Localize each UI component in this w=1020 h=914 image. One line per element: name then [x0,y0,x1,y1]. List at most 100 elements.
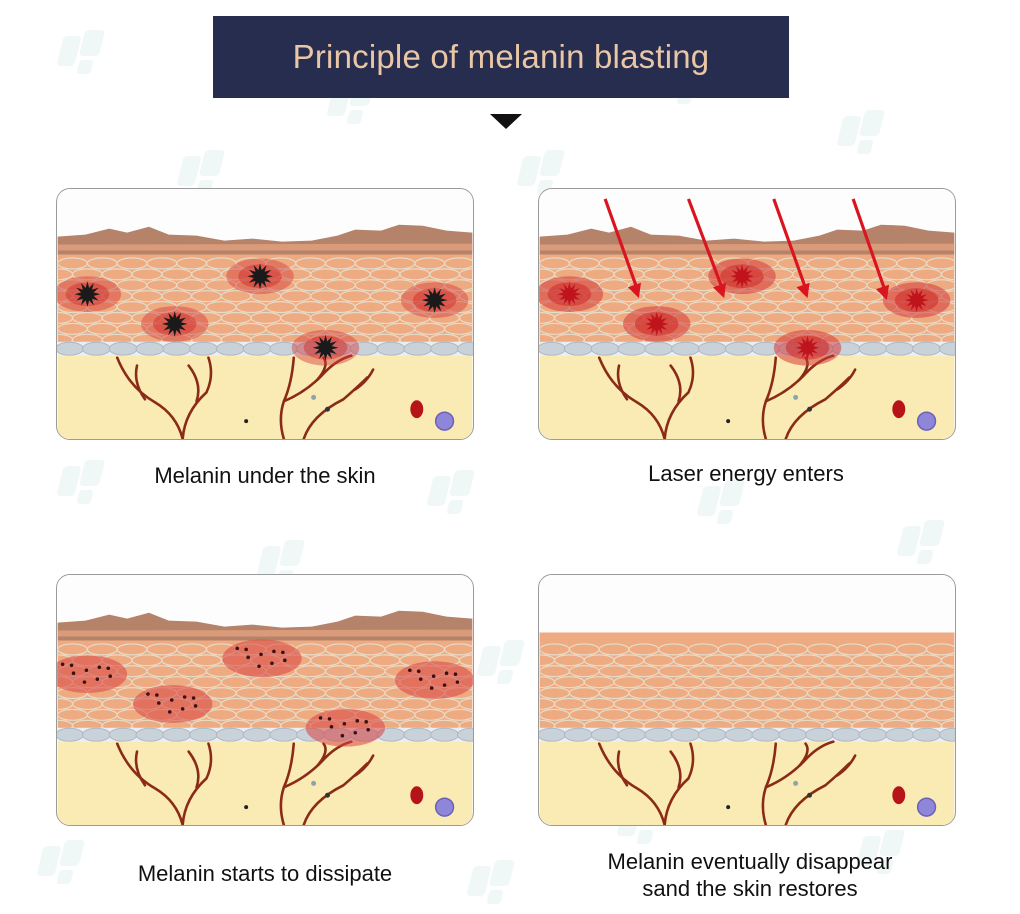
heated-melanin-icon [730,264,754,289]
melanin-fragment [418,677,423,681]
melanin-fragment [246,655,250,660]
skin-diagram-1 [57,189,473,439]
watermark-logo-icon [836,110,890,164]
dissipating-melanin-cloud [57,655,128,694]
blood-vessels [597,740,857,825]
white-blood-cell-icon [916,797,937,817]
dissipating-melanin-cloud [133,685,213,723]
melanin-fragment [408,668,412,673]
red-blood-cell-icon [892,400,906,419]
melanin-fragment [283,658,287,663]
melanin-fragment [366,727,370,732]
melanin-fragment [71,671,76,675]
melanin-fragment [191,696,196,700]
panel-melanin-dissipates [56,574,474,826]
watermark-logo-icon [476,640,530,694]
melanin-fragment [106,666,111,671]
melanin-fragment [329,725,334,729]
melanin-fragment [180,707,185,711]
white-blood-cell-icon [434,797,455,817]
melanin-fragment [167,710,172,714]
melanin-fragment [235,646,240,651]
panel-laser-energy-enters [538,188,956,440]
melanin-fragment [453,672,458,676]
laser-beam [851,198,887,291]
red-blood-cell-icon [410,400,424,419]
skin-diagram-3 [57,575,473,825]
melanin-particle-icon [247,263,273,290]
dermis-layer [57,741,473,825]
laser-beam [603,198,639,289]
dissipating-melanin-cloud [305,708,386,747]
dissipating-melanin-cloud [394,661,473,700]
white-blood-cell-icon [434,411,455,431]
panel-skin-restores [538,574,956,826]
melanin-fragment [82,680,87,684]
white-blood-cell-icon [916,411,937,431]
melanin-fragment [108,674,113,678]
melanin-fragment [416,669,421,674]
melanin-fragment [193,704,198,708]
caption-melanin-dissipates: Melanin starts to dissipate [137,861,393,886]
heated-melanin-icon [557,282,582,307]
melanin-fragment [431,674,436,678]
melanin-fragment [353,730,358,735]
laser-beam [686,198,724,289]
melanin-fragment [95,677,100,681]
melanin-fragment [270,661,274,666]
watermark-logo-icon [696,480,750,534]
melanin-particle-icon [161,311,188,337]
melanin-fragment [60,662,65,667]
laser-beam [772,198,808,289]
red-blood-cell-icon [892,786,906,805]
melanin-fragment [327,717,332,721]
melanin-particle-icon [421,287,448,314]
basal-cell-row [57,341,473,356]
skin-diagram-2 [539,189,955,439]
melanin-fragment [455,680,460,684]
heated-melanin-icon [795,335,820,360]
melanin-fragment [259,652,263,657]
melanin-fragment [146,692,150,696]
dermis-layer [539,355,955,439]
melanin-fragment [69,663,74,668]
melanin-fragment [429,686,434,690]
melanin-fragment [442,683,447,687]
page-title: Principle of melanin blasting [292,38,710,75]
melanin-fragment [364,720,368,724]
melanin-fragment [342,722,347,726]
title-banner: Principle of melanin blasting [213,16,789,98]
melanin-fragment [444,671,449,675]
basal-cell-row [539,341,955,356]
melanin-fragment [157,701,161,705]
laser-arrowhead-icon [875,284,890,301]
dissipating-melanin-cloud [222,639,302,678]
melanin-fragment [84,668,89,673]
melanin-fragment [244,647,248,652]
caption-melanin-under-skin: Melanin under the skin [154,463,376,488]
melanin-fragment [340,733,345,738]
melanin-fragment [272,649,276,654]
melanin-fragment [182,695,187,699]
blood-vessels [115,354,375,439]
caption-laser-energy-enters: Laser energy enters [648,461,844,486]
laser-arrowhead-icon [796,282,810,299]
dermis-layer [539,741,955,825]
melanin-fragment [169,698,174,702]
watermark-logo-icon [896,520,950,574]
laser-arrowhead-icon [712,282,727,299]
melanin-fragment [257,664,261,669]
melanin-particle-icon [312,334,339,361]
panel-melanin-under-skin [56,188,474,440]
melanin-fragment [318,716,323,720]
skin-diagram-4 [539,575,955,825]
melanin-fragment [281,650,285,655]
red-blood-cell-icon [410,786,424,805]
watermark-logo-icon [56,30,110,84]
laser-arrowhead-icon [627,282,641,299]
melanin-fragment [355,719,360,723]
heated-melanin-icon [644,312,669,336]
melanin-particle-icon [74,281,101,308]
